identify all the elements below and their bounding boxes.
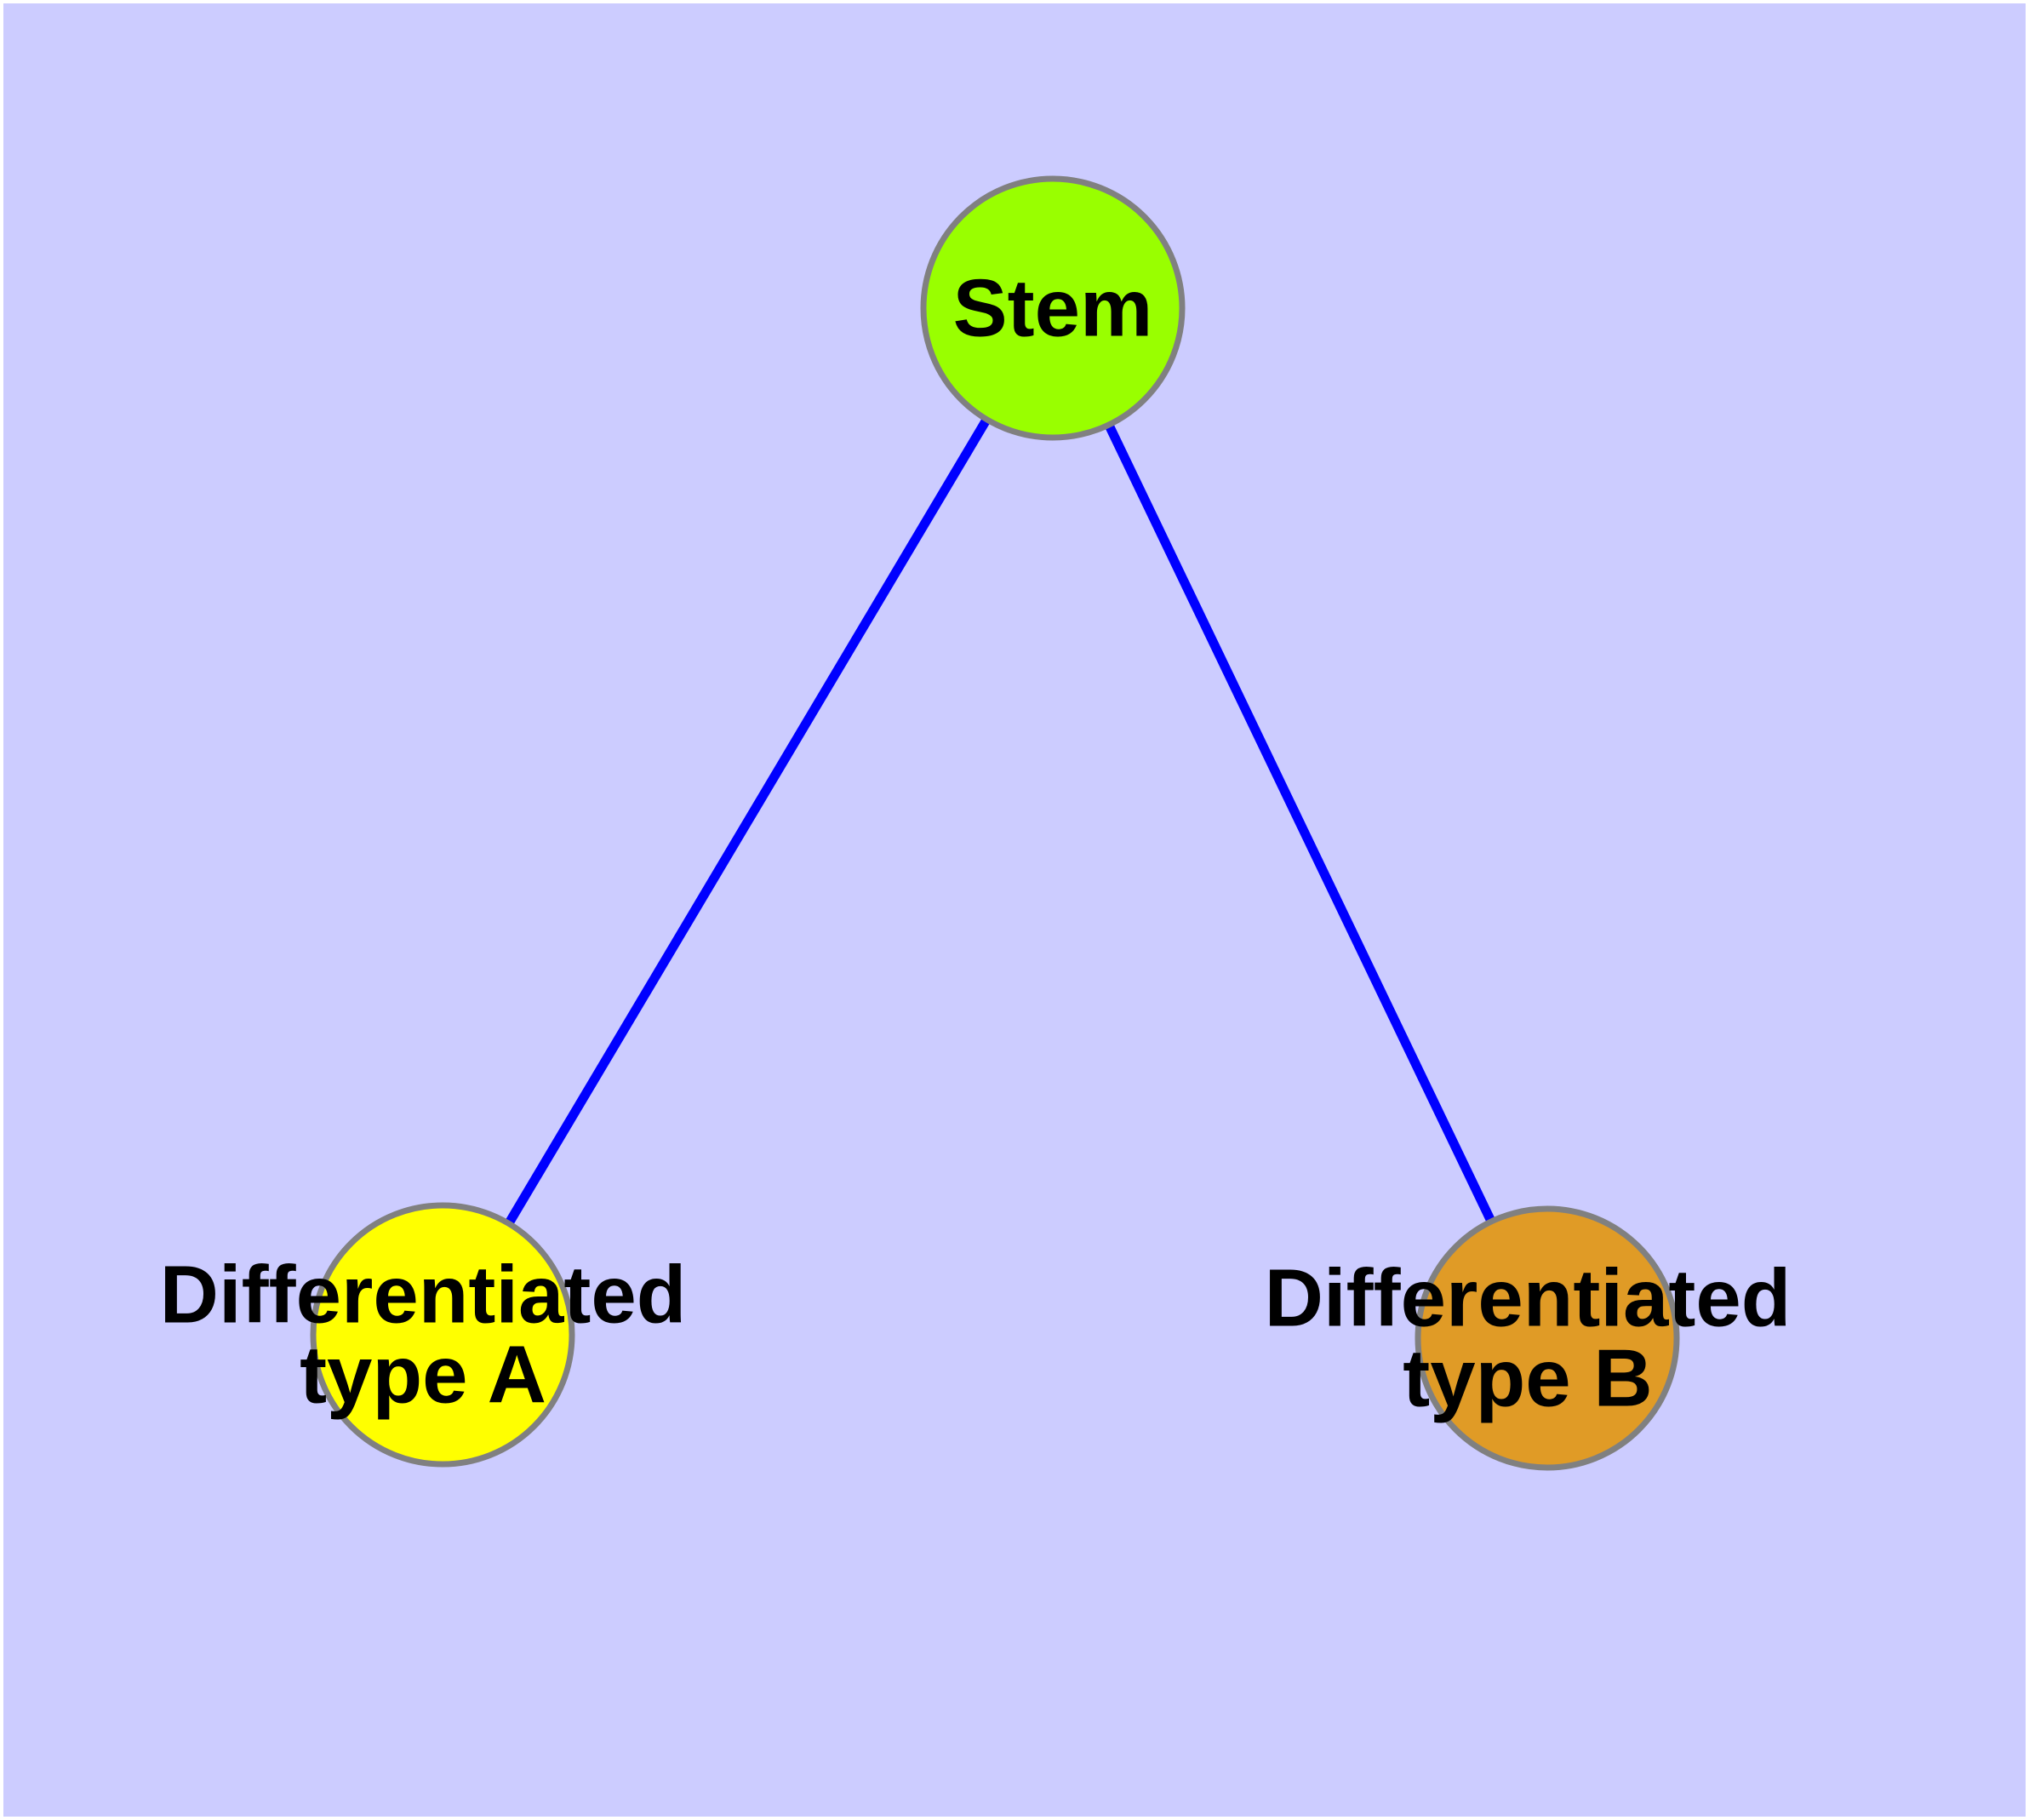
node-label-line: Differentiated: [1265, 1253, 1792, 1344]
node-label-line: type A: [300, 1330, 546, 1421]
nodes-layer: [310, 175, 1680, 1471]
node-label-line: Differentiated: [160, 1250, 687, 1341]
node-label-line: type B: [1403, 1333, 1652, 1424]
node-label-stem: Stem: [953, 263, 1153, 354]
edge-stem-to-diff-a[interactable]: [438, 306, 1057, 1337]
node-stem[interactable]: [920, 175, 1186, 441]
node-diff-a[interactable]: [310, 1202, 575, 1468]
edge-stem-to-diff-b[interactable]: [1049, 306, 1552, 1341]
edges-layer: [438, 306, 1552, 1341]
node-diff-b[interactable]: [1415, 1205, 1680, 1471]
node-label-line: Stem: [953, 263, 1153, 354]
